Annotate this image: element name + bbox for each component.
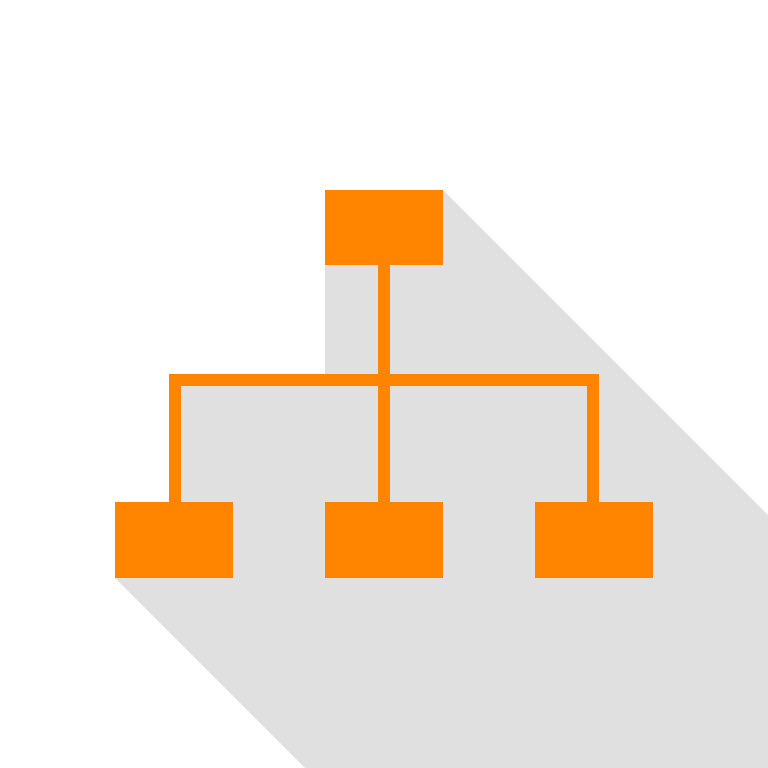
horizontal-line	[169, 374, 599, 386]
child-node-right	[535, 502, 653, 578]
left-branch-line	[169, 374, 181, 502]
connector-lines	[169, 265, 599, 502]
child-node-left	[115, 502, 233, 578]
nodes	[115, 190, 653, 578]
root-node	[325, 190, 443, 265]
right-branch-line	[587, 374, 599, 502]
child-node-center	[325, 502, 443, 578]
shadow-shape	[115, 190, 768, 768]
long-shadow	[115, 190, 768, 768]
